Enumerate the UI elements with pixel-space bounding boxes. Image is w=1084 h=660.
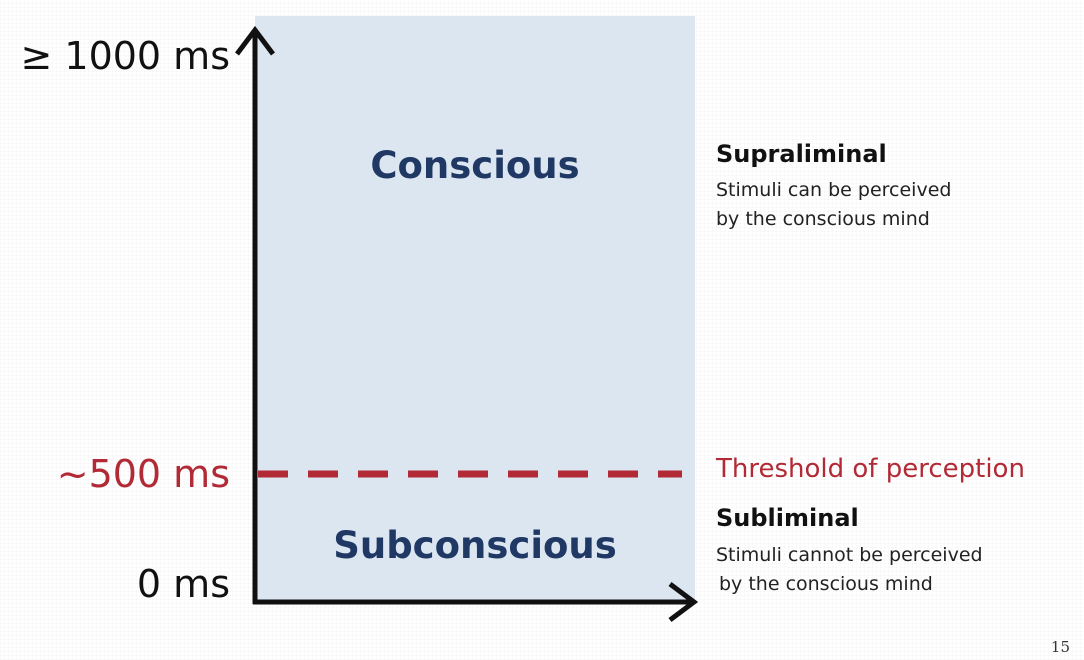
- axis-top-label: ≥ 1000 ms: [20, 34, 230, 78]
- diagram-panel: [255, 16, 695, 604]
- subconscious-zone-label: Subconscious: [333, 524, 617, 567]
- supraliminal-title: Supraliminal: [716, 140, 887, 168]
- subliminal-title: Subliminal: [716, 504, 859, 532]
- conscious-zone-label: Conscious: [370, 144, 580, 187]
- x-axis-arrowhead: [668, 582, 699, 622]
- page-number: 15: [1050, 638, 1070, 656]
- supraliminal-line1: Stimuli can be perceived: [716, 179, 952, 201]
- threshold-text: Threshold of perception: [716, 454, 1025, 484]
- axis-threshold-label: ~500 ms: [56, 452, 230, 496]
- supraliminal-line2: by the conscious mind: [716, 208, 930, 230]
- axis-bottom-label: 0 ms: [136, 562, 230, 606]
- subliminal-line1: Stimuli cannot be perceived: [716, 544, 983, 566]
- subliminal-line2: by the conscious mind: [719, 573, 933, 595]
- y-axis-arrowhead: [235, 25, 275, 56]
